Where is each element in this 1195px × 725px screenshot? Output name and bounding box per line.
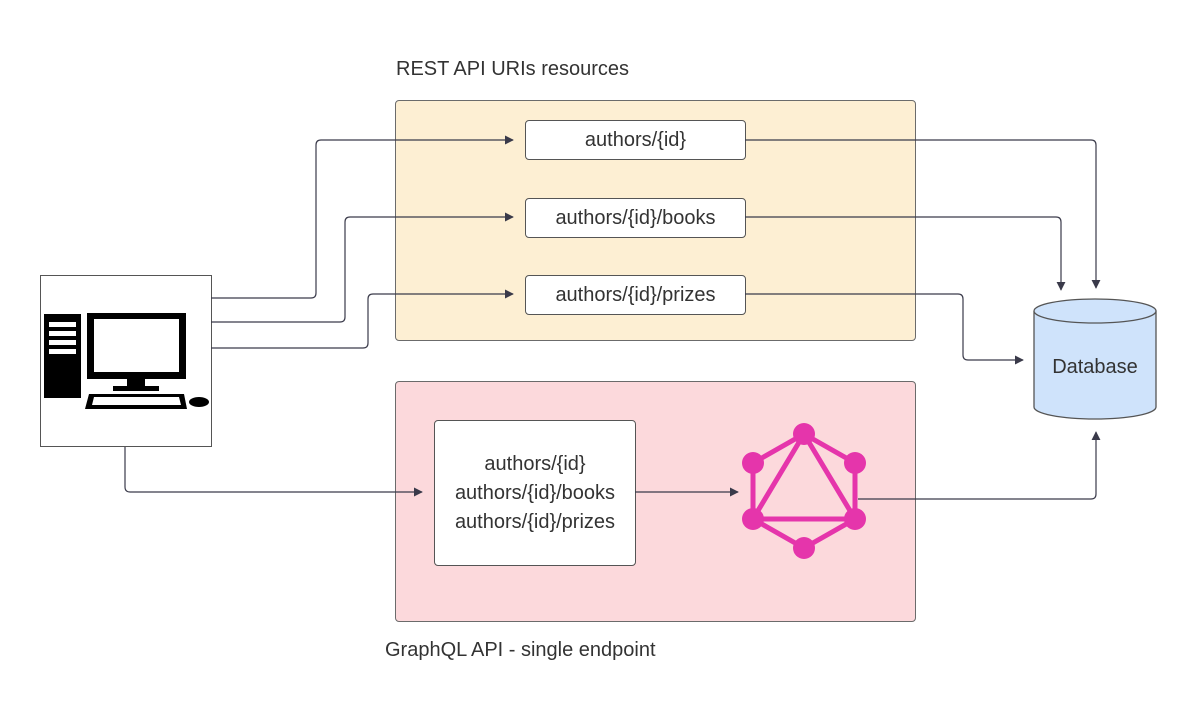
rest-resource-author-prizes: authors/{id}/prizes	[525, 275, 746, 315]
client-computer	[40, 275, 212, 447]
database-label: Database	[1052, 356, 1138, 378]
rest-resource-author-books: authors/{id}/books	[525, 198, 746, 238]
database: Database	[1033, 298, 1157, 422]
rest-resource-author: authors/{id}	[525, 120, 746, 160]
graphql-logo	[740, 420, 870, 560]
graphql-query-author-prizes: authors/{id}/prizes	[454, 510, 616, 533]
graphql-query-box: authors/{id} authors/{id}/books authors/…	[434, 420, 636, 566]
rest-section-title: REST API URIs resources	[396, 58, 630, 80]
graphql-section-title: GraphQL API - single endpoint	[385, 639, 656, 661]
desktop-computer-icon	[44, 313, 209, 409]
graphql-query-author-books: authors/{id}/books	[454, 481, 616, 504]
graphql-query-author: authors/{id}	[484, 452, 586, 475]
database-cylinder-icon	[1033, 298, 1157, 420]
arrow-client-to-graphql	[124, 447, 423, 497]
graphql-logo-icon	[742, 423, 866, 559]
